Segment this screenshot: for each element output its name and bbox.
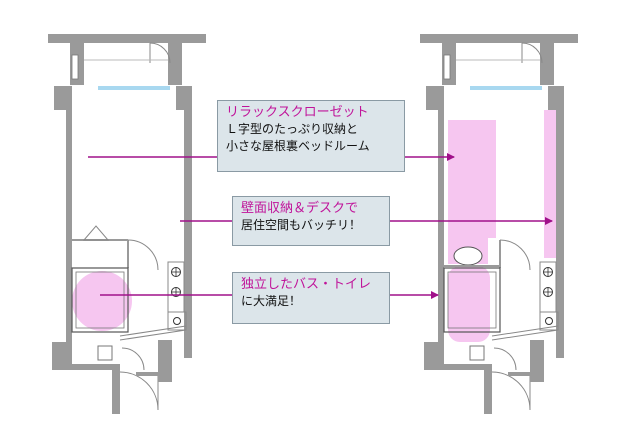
callout-closet-line-2: 小さな屋根裏ベッドルーム [226,139,370,153]
callout-desk: 壁面収納＆デスクで 居住空間もバッチリ！ [232,196,390,246]
bath-highlight [72,271,132,331]
callout-bath: 独立したバス・トイレ に大満足！ [232,272,390,324]
callout-desk-line-1: 居住空間もバッチリ！ [241,218,362,232]
callout-closet-headline: リラックスクローゼット [226,105,369,120]
callout-desk-headline: 壁面収納＆デスクで [241,201,359,216]
callout-closet-line-1: Ｌ字型のたっぷり収納と [226,122,359,136]
closet-highlight [448,120,496,238]
floor-plan-before [48,34,206,414]
callout-closet: リラックスクローゼット Ｌ字型のたっぷり収納と 小さな屋根裏ベッドルーム [217,100,405,172]
floor-plan-after [420,34,578,414]
callout-bath-line-1: に大満足！ [241,294,302,308]
bath-highlight-2 [448,266,490,342]
callout-bath-headline: 独立したバス・トイレ [241,277,372,292]
